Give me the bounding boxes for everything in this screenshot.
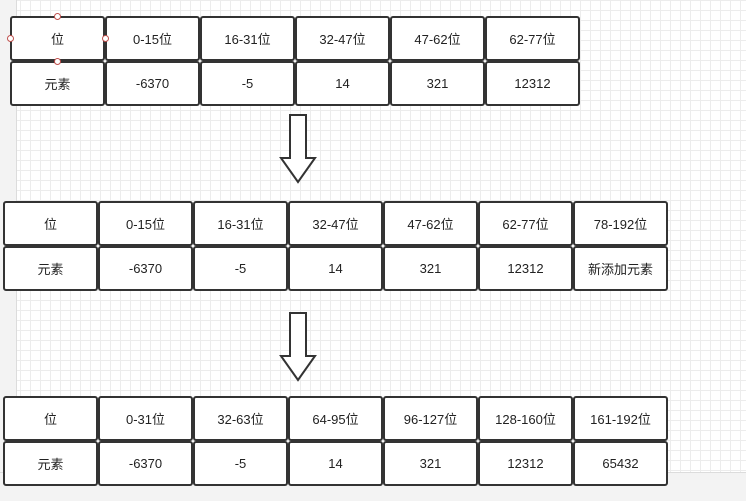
selection-handle-top[interactable] [54, 13, 61, 20]
selection-handle-bottom[interactable] [54, 58, 61, 65]
cell-value[interactable]: -6370 [105, 61, 200, 106]
cell-range[interactable]: 62-77位 [478, 201, 573, 246]
cell-range[interactable]: 0-31位 [98, 396, 193, 441]
cell-element-label[interactable]: 元素 [3, 246, 98, 291]
cell-bit-label[interactable]: 位 [10, 16, 105, 61]
cell-range[interactable]: 161-192位 [573, 396, 668, 441]
cell-element-label[interactable]: 元素 [10, 61, 105, 106]
selection-handle-right[interactable] [102, 35, 109, 42]
cell-value[interactable]: -6370 [98, 441, 193, 486]
cell-value[interactable]: -6370 [98, 246, 193, 291]
cell-bit-label[interactable]: 位 [3, 201, 98, 246]
cell-value[interactable]: 新添加元素 [573, 246, 668, 291]
cell-value[interactable]: 14 [288, 441, 383, 486]
cell-range[interactable]: 64-95位 [288, 396, 383, 441]
cell-range[interactable]: 96-127位 [383, 396, 478, 441]
cell-range[interactable]: 78-192位 [573, 201, 668, 246]
cell-range[interactable]: 32-47位 [295, 16, 390, 61]
cell-range[interactable]: 47-62位 [390, 16, 485, 61]
cell-range[interactable]: 16-31位 [193, 201, 288, 246]
cell-range[interactable]: 16-31位 [200, 16, 295, 61]
cell-bit-label[interactable]: 位 [3, 396, 98, 441]
cell-value[interactable]: 12312 [485, 61, 580, 106]
cell-range[interactable]: 47-62位 [383, 201, 478, 246]
selection-handle-left[interactable] [7, 35, 14, 42]
cell-range[interactable]: 62-77位 [485, 16, 580, 61]
cell-value[interactable]: 14 [295, 61, 390, 106]
cell-value[interactable]: 321 [383, 441, 478, 486]
cell-range[interactable]: 128-160位 [478, 396, 573, 441]
cell-value[interactable]: 12312 [478, 441, 573, 486]
cell-range[interactable]: 32-47位 [288, 201, 383, 246]
cell-value[interactable]: 321 [390, 61, 485, 106]
cell-value[interactable]: 14 [288, 246, 383, 291]
down-arrow-icon [279, 312, 317, 382]
down-arrow-icon [279, 114, 317, 184]
cell-value[interactable]: 321 [383, 246, 478, 291]
cell-value[interactable]: 65432 [573, 441, 668, 486]
cell-range[interactable]: 0-15位 [98, 201, 193, 246]
cell-value[interactable]: 12312 [478, 246, 573, 291]
cell-range[interactable]: 32-63位 [193, 396, 288, 441]
cell-value[interactable]: -5 [193, 441, 288, 486]
cell-element-label[interactable]: 元素 [3, 441, 98, 486]
cell-value[interactable]: -5 [193, 246, 288, 291]
cell-range[interactable]: 0-15位 [105, 16, 200, 61]
cell-value[interactable]: -5 [200, 61, 295, 106]
